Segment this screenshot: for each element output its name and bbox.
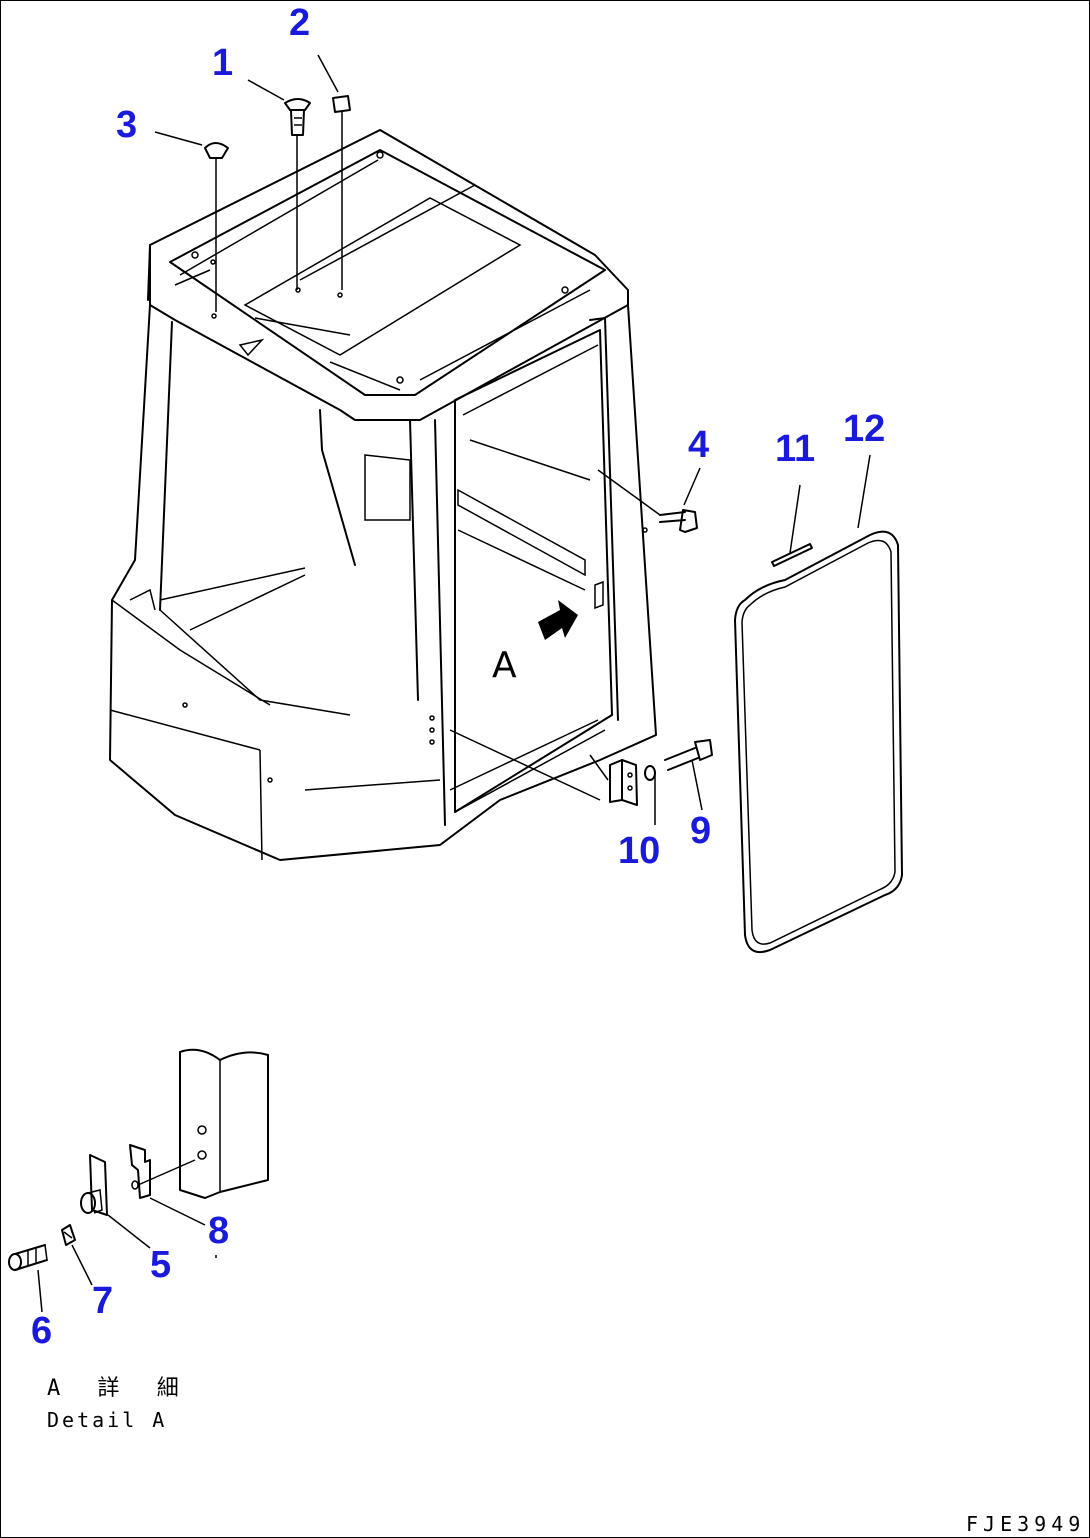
callout-11: 11 [775, 428, 816, 470]
callout-4: 4 [688, 424, 710, 466]
bolt-4 [597, 467, 701, 533]
callout-6: 6 [31, 1310, 53, 1352]
roof-fasteners [154, 54, 351, 312]
callout-3: 3 [116, 104, 138, 146]
callout-8: 8 [208, 1210, 230, 1252]
window-seal [734, 454, 903, 954]
view-marker-label: A [492, 645, 517, 686]
callout-5: 5 [150, 1244, 172, 1286]
callout-9: 9 [690, 810, 712, 852]
cab-frame [109, 304, 657, 861]
detail-label-jp: A 詳 細 [47, 1376, 191, 1401]
cab-roof [147, 129, 629, 421]
view-arrow-icon [538, 600, 578, 640]
callout-2: 2 [289, 2, 311, 44]
callout-12: 12 [843, 408, 886, 450]
detail-a-drawing [8, 1048, 269, 1313]
drawing-code: FJE3949 [966, 1512, 1086, 1536]
hinge-parts [589, 739, 713, 825]
callout-10: 10 [618, 830, 661, 872]
callout-7: 7 [92, 1280, 114, 1322]
detail-label-en: Detail A [47, 1408, 168, 1432]
callout-1: 1 [212, 42, 234, 84]
